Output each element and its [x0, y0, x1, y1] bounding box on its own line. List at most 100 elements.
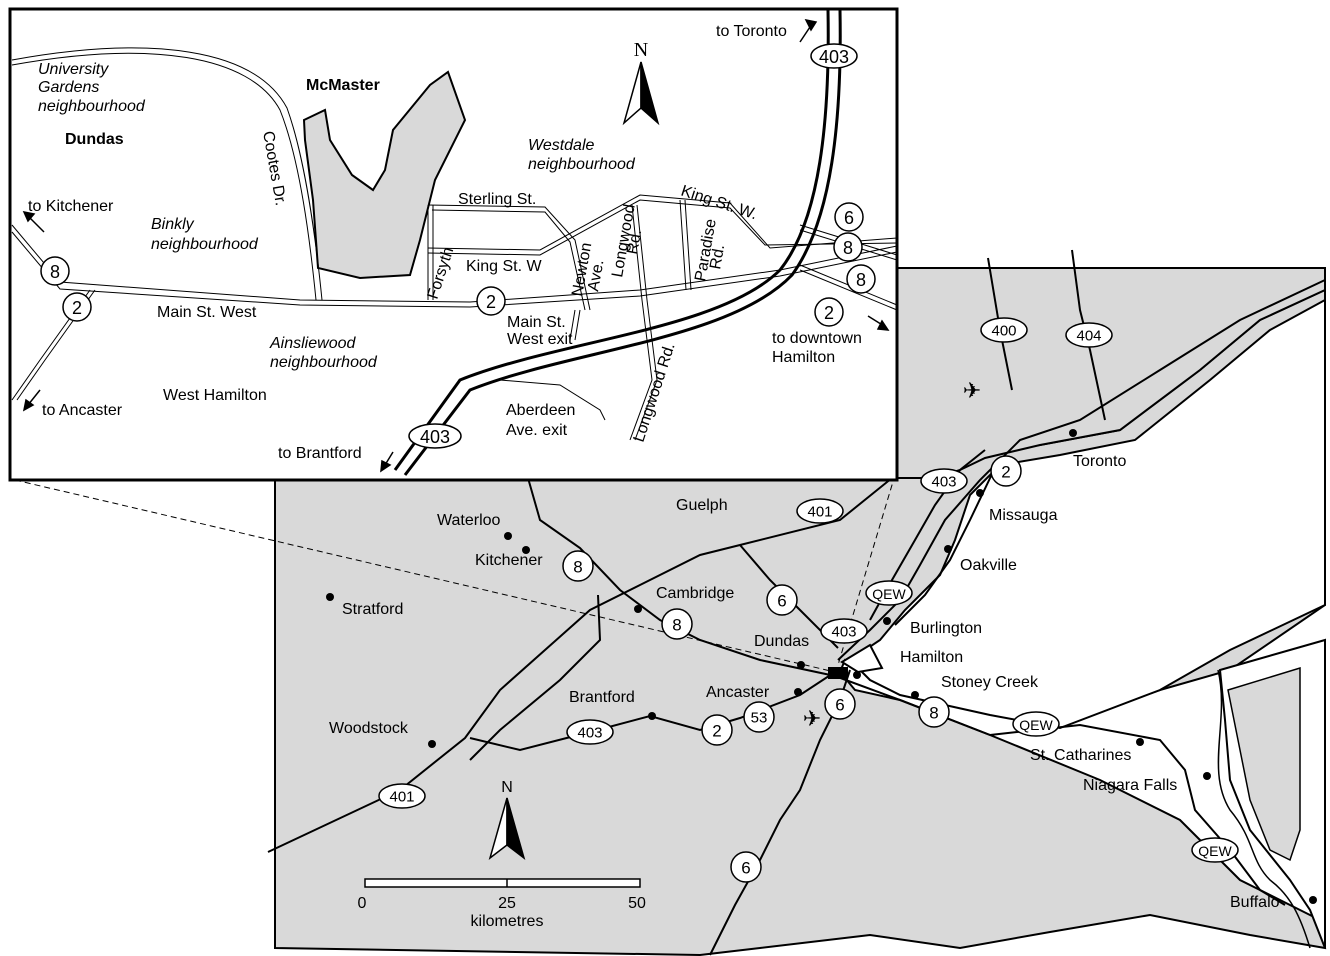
city-stoney-creek: Stoney Creek: [941, 674, 1039, 691]
street-main-west: Main St. West: [157, 304, 257, 321]
city-buffalo: Buffalo: [1230, 894, 1280, 911]
svg-text:neighbourhood: neighbourhood: [38, 98, 146, 115]
highway-shield-6-top: 6: [766, 584, 798, 616]
city-niagara-falls: Niagara Falls: [1083, 777, 1177, 794]
highway-shield-2-ne: 2: [990, 455, 1022, 487]
area-ainsliewood: Ainsliewood neighbourhood: [269, 335, 378, 371]
north-arrow-inset: N: [622, 39, 660, 126]
highway-shield-qew-stcath: QEW: [1012, 711, 1060, 737]
highway-shield-400: 400: [980, 317, 1028, 343]
svg-text:2: 2: [712, 722, 721, 741]
inset-map: N University Gardens neighbourhood Dunda…: [8, 7, 899, 482]
regional-map: ✈ ✈ Waterloo Kitchener Guelph Cambridge …: [14, 249, 1327, 956]
highway-shield-qew-buffalo: QEW: [1191, 837, 1239, 863]
svg-text:neighbourhood: neighbourhood: [270, 354, 378, 371]
street-aberdeen: Aberdeen Ave. exit: [506, 402, 575, 439]
svg-text:403: 403: [577, 725, 602, 742]
svg-text:403: 403: [819, 47, 849, 67]
city-st-catharines: St. Catharines: [1030, 747, 1131, 764]
svg-text:Rd.: Rd.: [624, 228, 645, 255]
city-toronto: Toronto: [1073, 453, 1126, 470]
city-stratford: Stratford: [342, 601, 403, 618]
svg-text:N: N: [501, 779, 513, 796]
highway-shield-53: 53: [743, 701, 775, 733]
svg-text:2: 2: [824, 303, 834, 323]
hamilton-harbour: [840, 643, 884, 674]
svg-text:Hamilton: Hamilton: [772, 349, 835, 366]
city-kitchener: Kitchener: [475, 552, 543, 569]
inset-shield-8-a: 8: [833, 232, 863, 262]
inset-shield-2-east: 2: [814, 297, 844, 327]
city-brantford: Brantford: [569, 689, 635, 706]
highway-shield-403-center: 403: [820, 618, 868, 644]
niagara-land: [1227, 666, 1301, 862]
svg-text:50: 50: [628, 895, 646, 912]
svg-text:QEW: QEW: [1019, 717, 1053, 733]
highway-shield-2-ancaster: 2: [701, 714, 733, 746]
svg-text:Binkly: Binkly: [151, 216, 195, 233]
highway-shield-8-stoney: 8: [918, 696, 950, 728]
svg-text:Gardens: Gardens: [38, 79, 99, 96]
svg-text:2: 2: [486, 292, 496, 312]
dir-brantford: to Brantford: [278, 445, 362, 462]
svg-text:403: 403: [420, 427, 450, 447]
svg-text:neighbourhood: neighbourhood: [151, 236, 259, 253]
inset-shield-8-b: 8: [846, 264, 876, 294]
svg-text:53: 53: [751, 710, 768, 727]
svg-text:400: 400: [991, 323, 1016, 340]
city-woodstock: Woodstock: [329, 720, 409, 737]
city-oakville: Oakville: [960, 557, 1017, 574]
city-waterloo: Waterloo: [437, 512, 501, 529]
svg-text:8: 8: [843, 238, 853, 258]
zoom-line-left: [14, 479, 836, 673]
niagara-river: [1217, 669, 1311, 949]
svg-text:2: 2: [72, 298, 82, 318]
highway-shield-6-bottom: 6: [730, 851, 762, 883]
svg-text:Rd.: Rd.: [707, 243, 728, 270]
svg-text:QEW: QEW: [1198, 843, 1232, 859]
svg-text:25: 25: [498, 895, 516, 912]
svg-text:403: 403: [831, 624, 856, 641]
svg-text:6: 6: [835, 696, 844, 715]
svg-text:6: 6: [741, 859, 750, 878]
svg-text:401: 401: [389, 789, 414, 806]
svg-text:401: 401: [807, 504, 832, 521]
city-hamilton: Hamilton: [900, 649, 963, 666]
svg-text:West exit: West exit: [507, 331, 573, 348]
svg-text:Ainsliewood: Ainsliewood: [269, 335, 356, 352]
highway-shield-qew-burlington: QEW: [865, 580, 913, 606]
dir-toronto: to Toronto: [716, 23, 787, 40]
city-dots: [326, 429, 1317, 904]
north-arrow-regional: N: [488, 779, 526, 860]
dir-downtown: to downtown Hamilton: [772, 330, 862, 366]
svg-text:8: 8: [929, 704, 938, 723]
svg-text:N: N: [634, 39, 648, 61]
svg-text:kilometres: kilometres: [471, 913, 544, 930]
street-main-exit: Main St. West exit: [507, 314, 573, 348]
highway-shield-8-kitchener: 8: [562, 550, 594, 582]
area-west-hamilton: West Hamilton: [163, 387, 267, 404]
dir-ancaster: to Ancaster: [42, 402, 123, 419]
svg-text:8: 8: [672, 616, 681, 635]
area-westdale: Westdale neighbourhood: [528, 137, 636, 173]
city-missauga: Missauga: [989, 507, 1058, 524]
inset-shield-2-center: 2: [476, 286, 506, 316]
inset-shield-6: 6: [834, 202, 864, 232]
street-sterling: Sterling St.: [458, 191, 536, 208]
inset-shield-8-west: 8: [40, 256, 70, 286]
inset-hwy-403: [393, 9, 842, 476]
highway-shield-404: 404: [1065, 322, 1113, 348]
svg-text:2: 2: [1001, 463, 1010, 482]
area-university-gardens: University Gardens neighbourhood: [38, 61, 146, 115]
svg-text:Aberdeen: Aberdeen: [506, 402, 575, 419]
inset-shield-2-west: 2: [62, 292, 92, 322]
svg-text:University: University: [38, 61, 109, 78]
svg-text:8: 8: [50, 262, 60, 282]
svg-text:8: 8: [573, 558, 582, 577]
highway-shield-401-bottom: 401: [378, 783, 426, 809]
airport-icon: ✈: [963, 378, 981, 403]
dir-kitchener: to Kitchener: [28, 198, 114, 215]
city-burlington: Burlington: [910, 620, 982, 637]
svg-text:6: 6: [777, 592, 786, 611]
inset-shield-403-bottom: 403: [408, 423, 462, 449]
